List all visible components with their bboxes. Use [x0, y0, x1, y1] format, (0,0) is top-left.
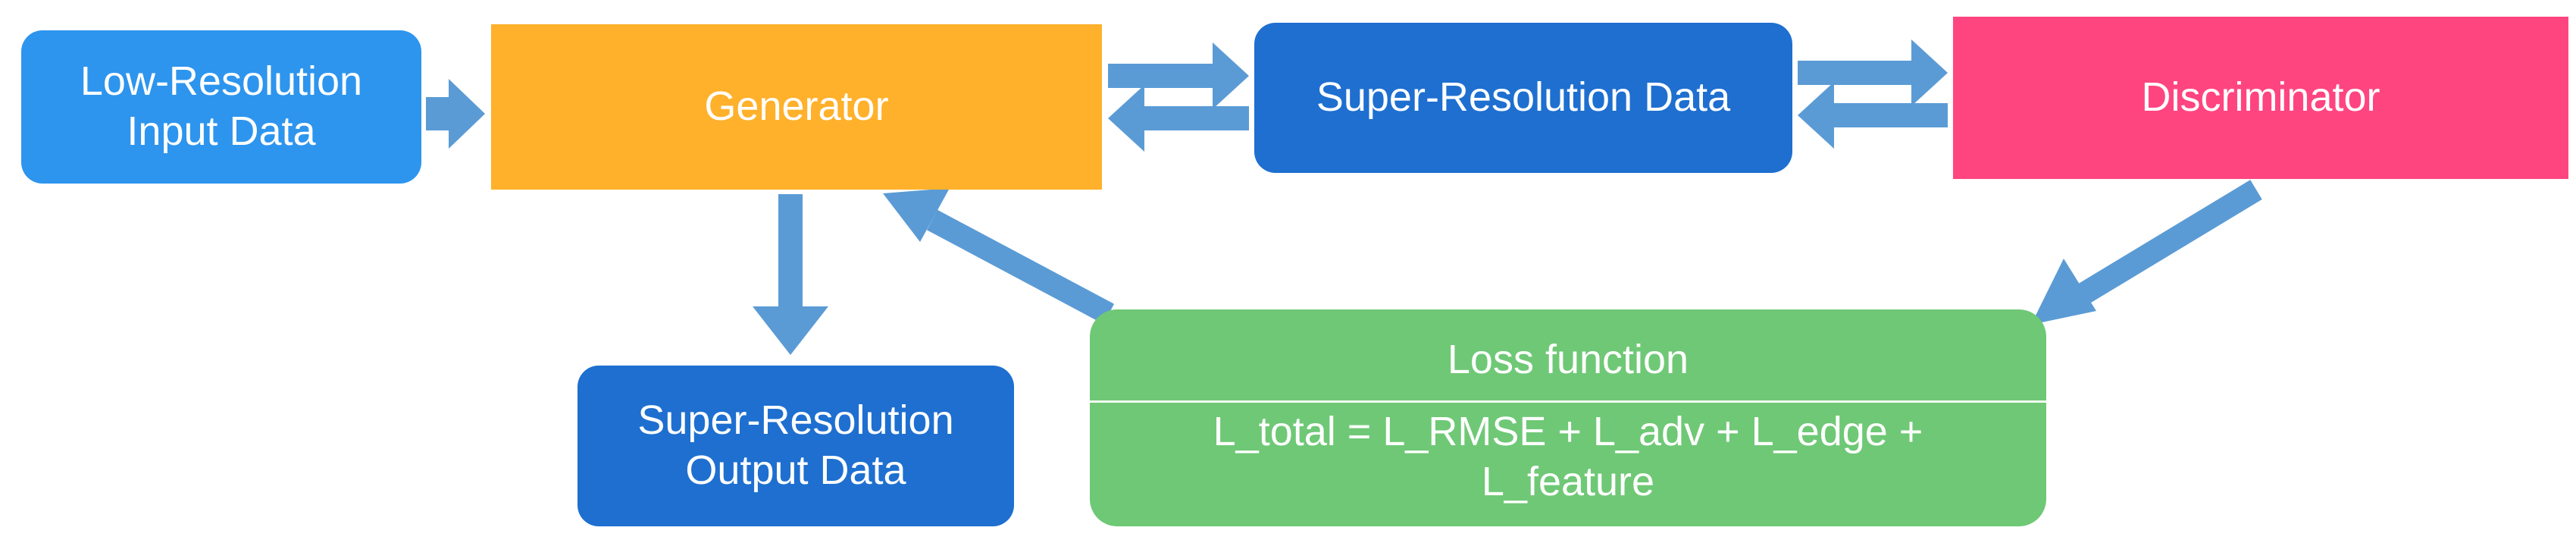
low-resolution-input-label-line-2: Input Data — [127, 108, 316, 154]
low-resolution-input-label-line-1: Low-Resolution — [80, 58, 363, 105]
discriminator-node: Discriminator — [1953, 17, 2568, 179]
arrow-sr-data-to-discriminator — [1798, 39, 1948, 106]
arrow-input-to-generator — [426, 79, 485, 149]
arrow-loss-to-generator-head — [883, 188, 950, 242]
arrow-generator-to-sr-output — [753, 194, 828, 355]
loss-formula-line-2: L_feature — [1481, 458, 1655, 504]
super-resolution-data-label: Super-Resolution Data — [1316, 74, 1731, 121]
loss-formula-line-1: L_total = L_RMSE + L_adv + L_edge + — [1213, 409, 1923, 454]
loss-function-divider — [1090, 400, 2046, 403]
loss-function-title: Loss function — [1447, 337, 1689, 382]
loss-function-node: Loss function L_total = L_RMSE + L_adv +… — [1090, 309, 2046, 526]
arrow-generator-to-sr-data — [1108, 42, 1249, 109]
super-resolution-output-node: Super-Resolution Output Data — [577, 366, 1014, 526]
discriminator-label: Discriminator — [2141, 74, 2380, 121]
super-resolution-output-label-line-1: Super-Resolution — [637, 397, 954, 444]
loss-function-formula: L_total = L_RMSE + L_adv + L_edge + L_fe… — [1213, 407, 1923, 507]
arrow-loss-to-generator-shaft — [926, 209, 1115, 325]
arrow-discriminator-to-loss-head — [2031, 259, 2096, 325]
super-resolution-data-node: Super-Resolution Data — [1254, 23, 1792, 173]
arrow-discriminator-to-loss-shaft — [2074, 180, 2262, 306]
super-resolution-output-label-line-2: Output Data — [685, 447, 906, 493]
arrow-discriminator-to-sr-data — [1798, 82, 1948, 149]
generator-label: Generator — [704, 83, 889, 130]
low-resolution-input-node: Low-Resolution Input Data — [21, 30, 421, 184]
generator-node: Generator — [491, 24, 1102, 190]
arrow-sr-data-to-generator — [1108, 85, 1249, 152]
